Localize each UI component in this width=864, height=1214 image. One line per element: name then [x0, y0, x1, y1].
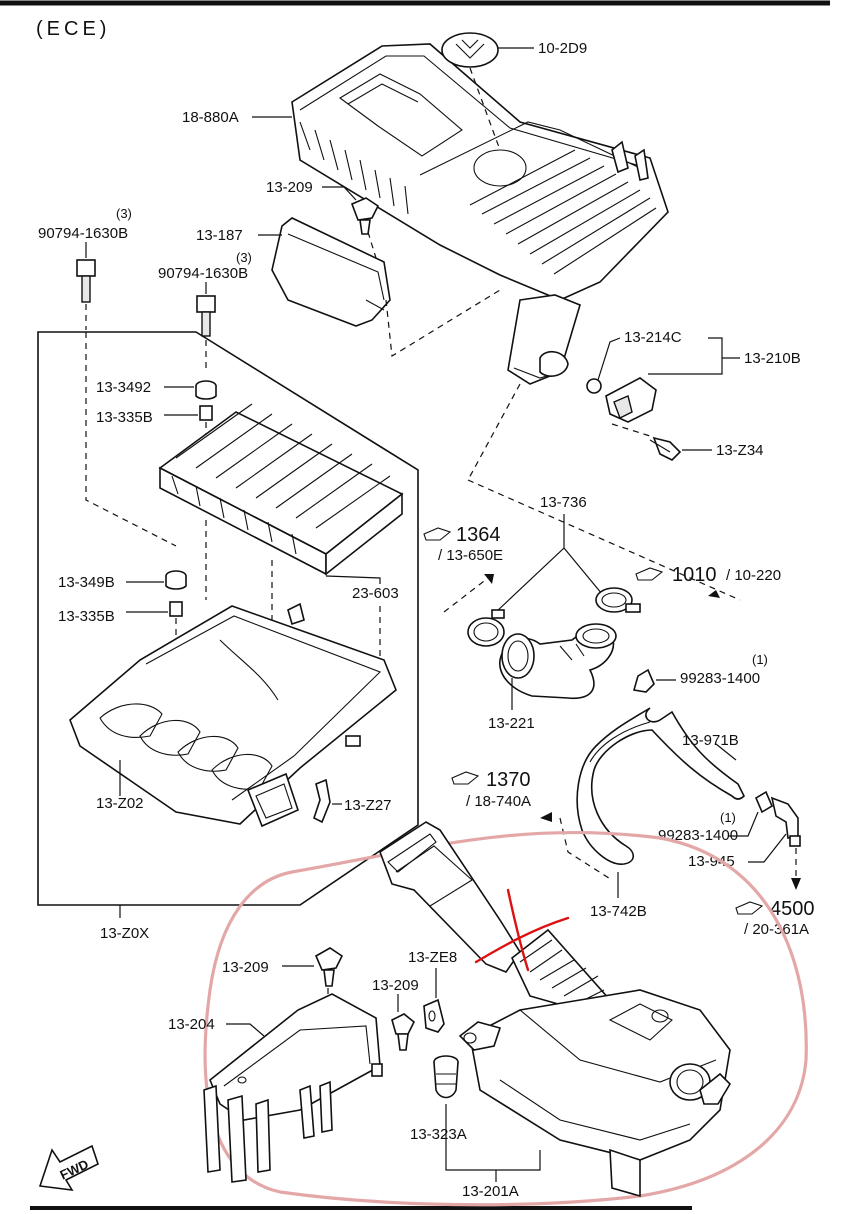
filter-element-23-603 [158, 403, 404, 576]
label-13-209-low: 13-209 [372, 977, 419, 994]
intake-duct-13-201a [379, 821, 732, 1198]
label-99283-top: 99283-1400 [680, 670, 760, 687]
label-13-210b: 13-210B [744, 350, 801, 367]
qty-90794-right: (3) [236, 250, 252, 265]
label-13-214c: 13-214C [624, 329, 682, 346]
handwritten-circle [203, 830, 808, 1207]
ref-4500: 4500 / 20-361A [735, 898, 815, 938]
connector-99283-bottom [754, 790, 774, 814]
label-90794-left: 90794-1630B [38, 225, 128, 242]
label-13-323a: 13-323A [410, 1126, 467, 1143]
air-cleaner-cover [291, 43, 669, 385]
label-13-209-mid: 13-209 [222, 959, 269, 976]
ref-1010: 1010 / 10-220 [635, 564, 781, 586]
bracket-13-z27 [313, 778, 331, 824]
label-13-335b-top: 13-335B [96, 409, 153, 426]
bolt-90794-right [196, 295, 216, 337]
label-10-2d9: 10-2D9 [538, 40, 587, 57]
grommet-13-323a [433, 1055, 459, 1099]
collar-13-335b-top [199, 405, 213, 421]
label-13-209-top: 13-209 [266, 179, 313, 196]
connector-99283-top [632, 668, 655, 693]
clamp-13-736-right [595, 587, 641, 613]
clip-13-209-top [350, 197, 380, 235]
filter-kit-frame [37, 331, 419, 906]
screw-13-z34 [649, 436, 682, 461]
label-13-z27: 13-Z27 [344, 797, 392, 814]
label-13-201a: 13-201A [462, 1183, 519, 1200]
label-13-221: 13-221 [488, 715, 535, 732]
label-13-187: 13-187 [196, 227, 243, 244]
duct-13-187 [271, 217, 391, 327]
clip-13-ze8 [423, 998, 445, 1033]
ref-1370-sub: / 18-740A [466, 793, 531, 810]
label-13-ze8: 13-ZE8 [408, 949, 457, 966]
ref-1364-number: 1364 [456, 524, 501, 546]
label-13-971b: 13-971B [682, 732, 739, 749]
collar-13-335b-bottom [169, 601, 183, 617]
clip-13-209-low [391, 1013, 416, 1051]
clamp-13-736-left [467, 609, 505, 647]
ref-1010-sub: / 10-220 [726, 567, 781, 584]
ref-1370: 1370 / 18-740A [451, 769, 531, 810]
label-13-z02: 13-Z02 [96, 795, 144, 812]
sensor-13-210b [586, 377, 657, 423]
label-13-3492: 13-3492 [96, 379, 151, 396]
label-13-945: 13-945 [688, 853, 735, 870]
grommet-13-3492 [195, 380, 217, 400]
bracket-13-204 [203, 993, 383, 1183]
qty-99283-top: (1) [752, 652, 768, 667]
ref-1364-sub: / 13-650E [438, 547, 503, 564]
air-cleaner-lower-case-13-z02 [69, 602, 397, 828]
elbow-13-945 [770, 796, 801, 847]
bolt-90794-left [76, 259, 96, 303]
qty-90794-left: (3) [116, 206, 132, 221]
red-x-mark [474, 888, 570, 972]
market-code: (ECE) [36, 18, 110, 40]
ref-1010-number: 1010 [672, 564, 717, 586]
clip-13-209-mid [314, 947, 344, 987]
label-90794-right: 90794-1630B [158, 265, 248, 282]
label-13-736: 13-736 [540, 494, 587, 511]
ref-1364: 1364 / 13-650E [423, 524, 503, 564]
label-99283-bottom: 99283-1400 [658, 827, 738, 844]
label-13-z34: 13-Z34 [716, 442, 764, 459]
qty-99283-bottom: (1) [720, 810, 736, 825]
label-13-335b-bottom: 13-335B [58, 608, 115, 625]
label-18-880a: 18-880A [182, 109, 239, 126]
ref-4500-sub: / 20-361A [744, 921, 809, 938]
label-13-z0x: 13-Z0X [100, 925, 149, 942]
cap-10-2d9 [441, 32, 499, 68]
label-13-742b: 13-742B [590, 903, 647, 920]
label-13-349b: 13-349B [58, 574, 115, 591]
label-13-204: 13-204 [168, 1016, 215, 1033]
fwd-arrow-icon: FWD [38, 1144, 99, 1191]
grommet-13-349b [165, 570, 187, 590]
ref-1370-number: 1370 [486, 769, 531, 791]
hose-13-971b [576, 707, 745, 865]
hose-13-221 [499, 623, 617, 699]
label-23-603: 23-603 [352, 585, 399, 602]
ref-4500-number: 4500 [770, 898, 815, 920]
